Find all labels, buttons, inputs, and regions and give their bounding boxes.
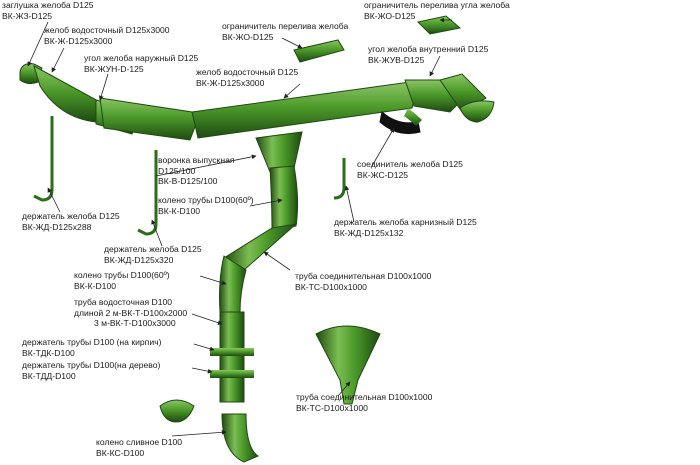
label-holder-wood: держатель трубы D100(на дерево) ВК-ТДД-D… bbox=[22, 360, 160, 381]
long-gutter-part bbox=[99, 97, 197, 141]
loose-holder-part bbox=[159, 399, 195, 423]
label-overflow-limiter-code: ВК-ЖО-D125 bbox=[222, 31, 274, 42]
label-bracket-eaves-code: ВК-ЖД-D125х132 bbox=[334, 227, 404, 238]
label-inner-corner-code: ВК-ЖУВ-D125 bbox=[368, 54, 425, 65]
label-holder-wood-name: держатель трубы D100(на дерево) bbox=[22, 360, 161, 370]
label-connector: соединитель желоба D125 ВК-ЖС-D125 bbox=[357, 159, 463, 180]
label-outer-corner: угол желоба наружный D125 ВК-ЖУН-D-125 bbox=[84, 53, 198, 74]
label-bracket-288: держатель желоба D125 ВК-ЖД-D125х288 bbox=[22, 211, 120, 232]
label-coupling-pipe-2-name: труба соединительная D100х1000 bbox=[296, 392, 433, 402]
label-holder-brick-code: ВК-ТДК-D100 bbox=[22, 347, 75, 358]
label-outlet-elbow-code: ВК-КС-D100 bbox=[96, 447, 145, 458]
downpipe-part bbox=[219, 311, 245, 403]
bracket-eaves-part bbox=[333, 158, 346, 200]
label-gutter-3000-code: ВК-Ж-D125х3000 bbox=[44, 35, 113, 46]
label-outlet-funnel-name: воронка выпускная bbox=[158, 155, 235, 165]
long-gutter-2-part bbox=[191, 81, 417, 139]
label-gutter-3000-name: желоб водосточный D125х3000 bbox=[44, 25, 170, 35]
label-downpipe-3m: 3 м-ВК-Т-D100х3000 bbox=[94, 318, 176, 328]
label-downpipe: труба водосточная D100 длиной 2 м-ВК-Т-D… bbox=[74, 297, 187, 329]
label-outlet-elbow: колено сливное D100 ВК-КС-D100 bbox=[96, 437, 182, 458]
label-bracket-320: держатель желоба D125 ВК-ЖД-D125х320 bbox=[104, 244, 202, 265]
label-coupling-pipe-2-code: ВК-ТС-D100х1000 bbox=[296, 402, 368, 413]
label-outlet-elbow-name: колено сливное D100 bbox=[96, 437, 183, 447]
label-holder-wood-code: ВК-ТДД-D100 bbox=[22, 370, 76, 381]
right-end-cap-part bbox=[459, 100, 495, 123]
overflow-limiter-part bbox=[293, 39, 345, 63]
label-overflow-limiter: ограничитель перелива желоба ВК-ЖО-D125 bbox=[222, 21, 348, 42]
label-coupling-pipe-1-code: ВК-ТС-D100х1000 bbox=[295, 281, 367, 292]
label-bracket-288-code: ВК-ЖД-D125х288 bbox=[22, 221, 92, 232]
label-outlet-funnel-code: ВК-В-D125/100 bbox=[158, 176, 218, 186]
label-elbow-top-name: колено трубы D100(60º) bbox=[158, 195, 254, 205]
label-bracket-eaves-name: держатель желоба карнизный D125 bbox=[334, 217, 477, 227]
elbow-top-part bbox=[269, 165, 299, 233]
label-outlet-funnel: воронка выпускная D125/100 ВК-В-D125/100 bbox=[158, 155, 235, 187]
label-elbow-top-code: ВК-К-D100 bbox=[158, 205, 201, 216]
label-coupling-pipe-2: труба соединительная D100х1000 ВК-ТС-D10… bbox=[296, 392, 432, 413]
label-gutter-3000-b: желоб водосточный D125 ВК-Ж-D125х3000 bbox=[196, 67, 298, 88]
gutter-left-part bbox=[33, 64, 101, 123]
bracket-288-part bbox=[33, 116, 54, 202]
label-inner-corner-name: угол желоба внутренний D125 bbox=[368, 44, 489, 54]
label-connector-code: ВК-ЖС-D125 bbox=[357, 169, 409, 180]
label-holder-brick-name: держатель трубы D100 (на кирпич) bbox=[22, 337, 162, 347]
label-bracket-288-name: держатель желоба D125 bbox=[22, 211, 120, 221]
label-corner-overflow-limiter-code: ВК-ЖО-D125 bbox=[364, 10, 416, 21]
loose-coupling-part bbox=[315, 325, 381, 405]
label-elbow-mid-code: ВК-К-D100 bbox=[74, 280, 117, 291]
label-end-cap-code: ВК-ЖЗ-D125 bbox=[2, 10, 53, 21]
leader-lines bbox=[27, 17, 452, 437]
connector-part-green bbox=[404, 108, 422, 126]
outlet-elbow-part bbox=[221, 413, 260, 463]
outlet-funnel-part bbox=[255, 131, 303, 173]
label-coupling-pipe-1: труба соединительная D100х1000 ВК-ТС-D10… bbox=[295, 271, 431, 292]
corner-overflow-limiter-part bbox=[416, 15, 462, 35]
label-downpipe-2m: длиной 2 м-ВК-Т-D100х2000 bbox=[74, 307, 188, 318]
bracket-320-part bbox=[137, 150, 158, 236]
label-outer-corner-code: ВК-ЖУН-D-125 bbox=[84, 63, 144, 74]
label-elbow-mid-name: колено трубы D100(60º) bbox=[74, 270, 170, 280]
label-coupling-pipe-1-name: труба соединительная D100х1000 bbox=[295, 271, 432, 281]
label-outer-corner-name: угол желоба наружный D125 bbox=[84, 53, 199, 63]
label-holder-brick: держатель трубы D100 (на кирпич) ВК-ТДК-… bbox=[22, 337, 161, 358]
label-elbow-mid: колено трубы D100(60º) ВК-К-D100 bbox=[74, 270, 170, 291]
label-gutter-3000-b-name: желоб водосточный D125 bbox=[196, 67, 299, 77]
label-downpipe-name: труба водосточная D100 bbox=[74, 297, 173, 307]
label-corner-overflow-limiter: ограничитель перелива угла желоба ВК-ЖО-… bbox=[364, 0, 510, 21]
label-overflow-limiter-name: ограничитель перелива желоба bbox=[222, 21, 349, 31]
label-bracket-eaves: держатель желоба карнизный D125 ВК-ЖД-D1… bbox=[334, 217, 477, 238]
label-inner-corner: угол желоба внутренний D125 ВК-ЖУВ-D125 bbox=[368, 44, 488, 65]
label-gutter-3000: желоб водосточный D125х3000 ВК-Ж-D125х30… bbox=[44, 25, 170, 46]
label-outlet-funnel-size: D125/100 bbox=[158, 165, 196, 176]
label-end-cap: заглушка желоба D125 ВК-ЖЗ-D125 bbox=[2, 0, 94, 21]
holder-wood-part bbox=[210, 370, 254, 378]
label-elbow-top: колено трубы D100(60º) ВК-К-D100 bbox=[158, 195, 254, 216]
label-connector-name: соединитель желоба D125 bbox=[357, 159, 463, 169]
label-bracket-320-code: ВК-ЖД-D125х320 bbox=[104, 254, 174, 265]
label-bracket-320-name: держатель желоба D125 bbox=[104, 244, 202, 254]
label-end-cap-name: заглушка желоба D125 bbox=[2, 0, 94, 10]
label-gutter-3000-b-code: ВК-Ж-D125х3000 bbox=[196, 77, 265, 88]
label-corner-overflow-limiter-name: ограничитель перелива угла желоба bbox=[364, 0, 510, 10]
holder-brick-part bbox=[210, 348, 254, 356]
